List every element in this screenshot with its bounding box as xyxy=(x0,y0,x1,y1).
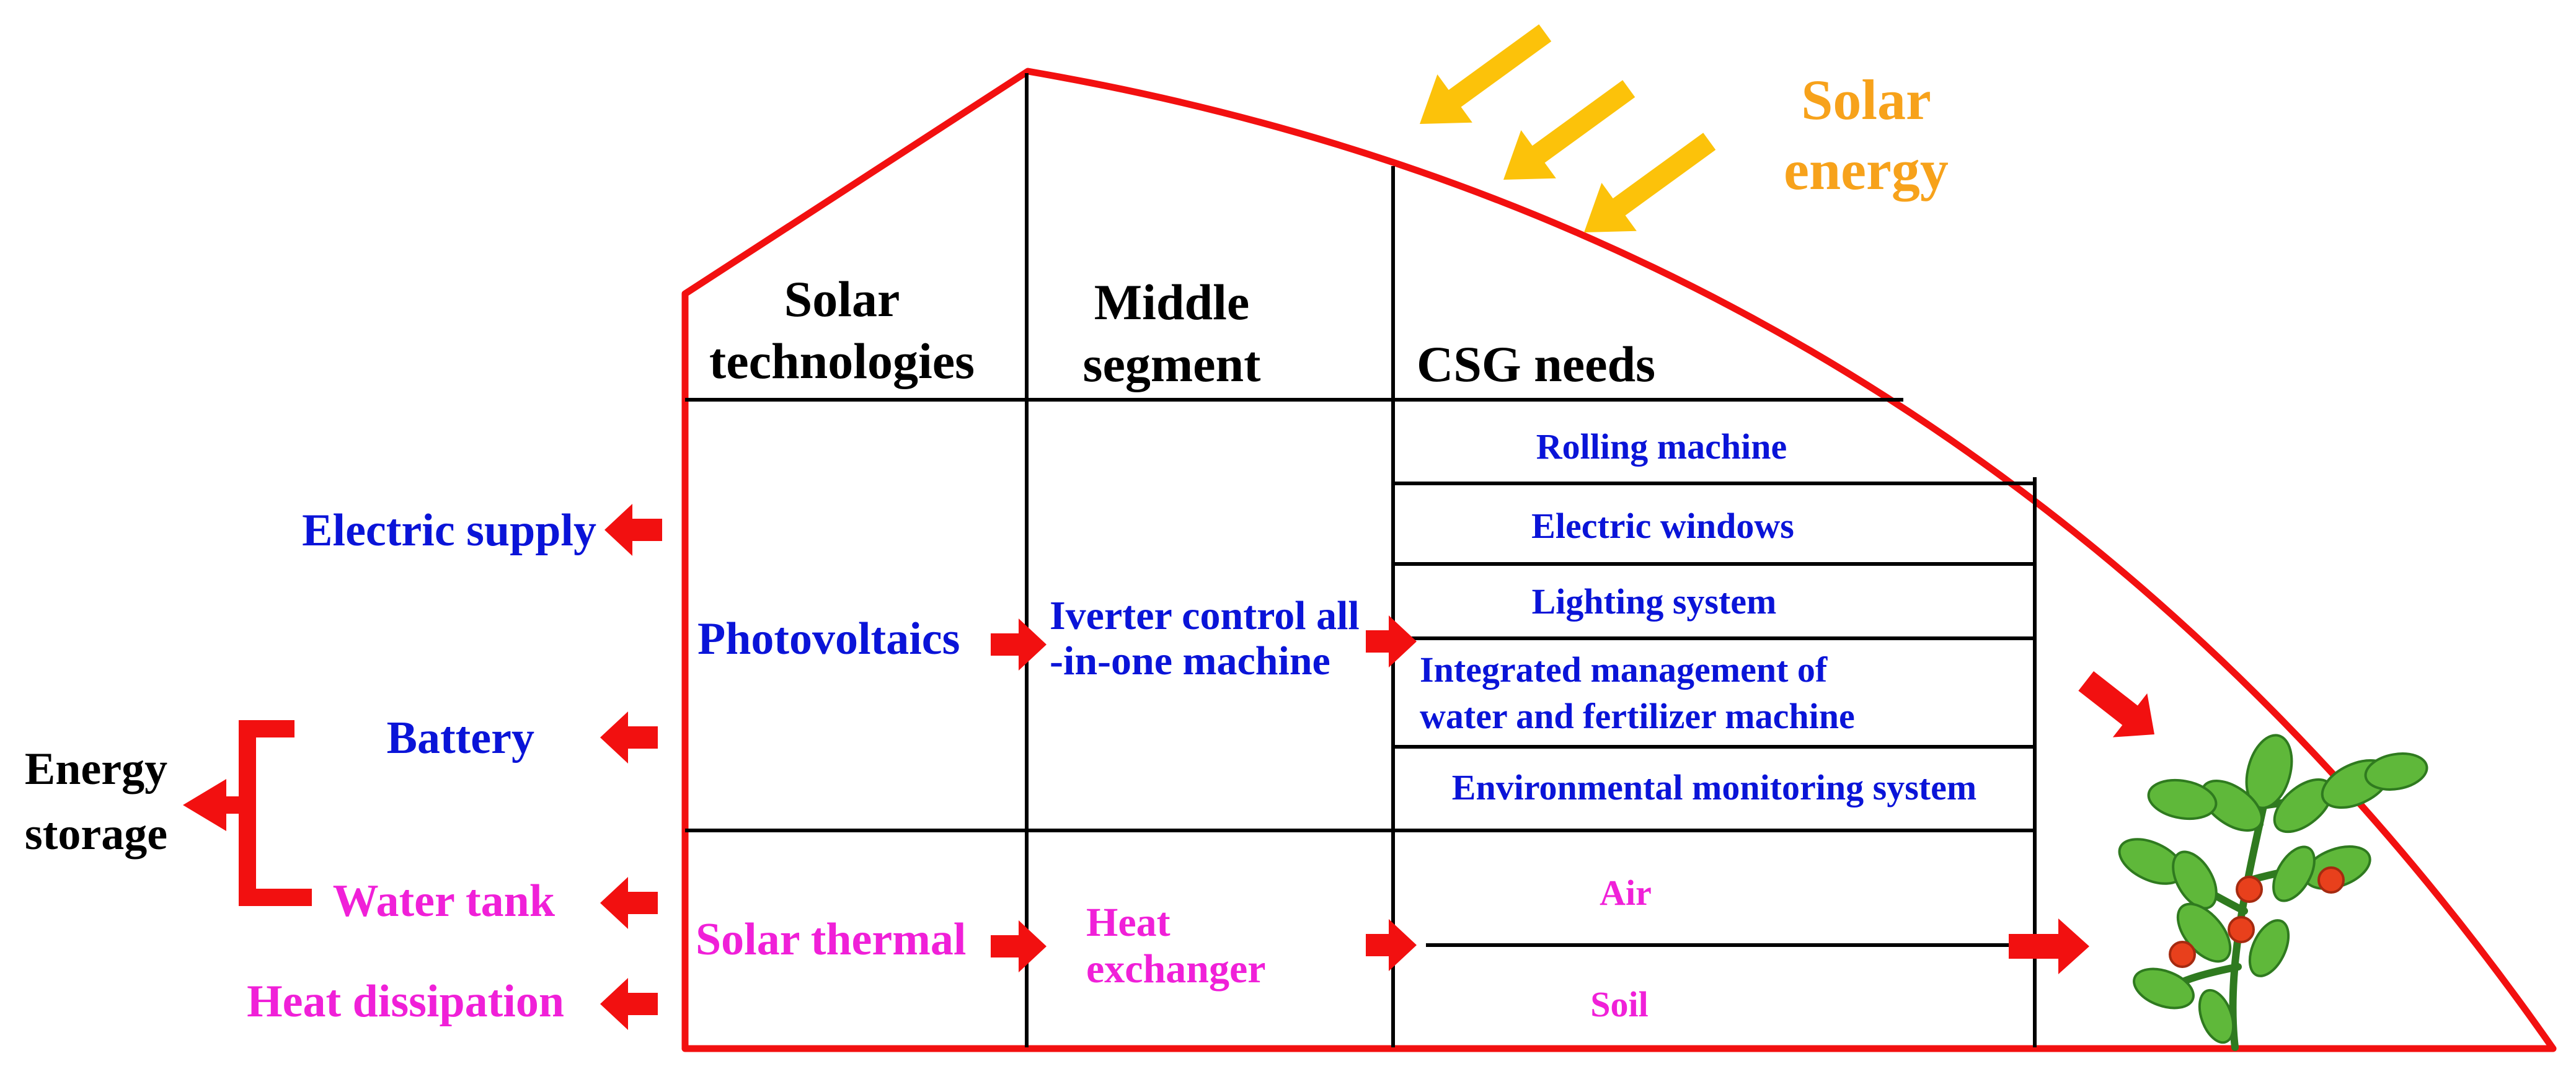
right-arrows xyxy=(991,615,2154,974)
sun-ray-arrow-icon xyxy=(1503,80,1635,180)
env-monitoring-label: Environmental monitoring system xyxy=(1452,767,1976,808)
sun-rays xyxy=(1420,24,1716,232)
header-solar-tech-2: technologies xyxy=(709,333,975,389)
electric-supply-label: Electric supply xyxy=(302,505,596,556)
heat-exchanger-label-2: exchanger xyxy=(1086,946,1266,992)
heat-exchanger-label-1: Heat xyxy=(1086,900,1171,945)
battery-label: Battery xyxy=(387,713,534,764)
integrated-management-label-2: water and fertilizer machine xyxy=(1420,696,1855,736)
header-csg-needs: CSG needs xyxy=(1417,336,1655,392)
header-solar-tech-1: Solar xyxy=(784,271,900,327)
inverter-label-2: -in-one machine xyxy=(1050,638,1330,684)
left-arrows xyxy=(600,504,662,1030)
greenhouse-outline xyxy=(681,68,2557,1052)
tomato-plant-icon xyxy=(2118,734,2428,1051)
inverter-label-1: Iverter control all xyxy=(1050,593,1360,638)
sun-ray-arrow-icon xyxy=(1584,133,1716,232)
integrated-management-label-1: Integrated management of xyxy=(1420,649,1828,690)
table-grid xyxy=(685,73,2037,1047)
block-arrow-icon xyxy=(1366,615,1417,667)
energy-storage-bracket xyxy=(183,720,312,906)
air-label: Air xyxy=(1600,873,1652,913)
block-arrow-icon xyxy=(600,877,658,929)
water-tank-label: Water tank xyxy=(333,876,555,927)
block-arrow-icon xyxy=(991,920,1047,972)
block-arrow-icon xyxy=(2009,918,2089,974)
rolling-machine-label: Rolling machine xyxy=(1536,426,1787,467)
energy-storage-label-1: Energy xyxy=(25,744,167,794)
sun-ray-arrow-icon xyxy=(1420,24,1552,124)
solar-energy-label-2: energy xyxy=(1784,138,1949,201)
electric-windows-label: Electric windows xyxy=(1531,506,1794,546)
block-arrow-icon xyxy=(600,711,658,764)
heat-dissipation-label: Heat dissipation xyxy=(247,976,564,1027)
block-arrow-icon xyxy=(1366,919,1417,971)
solar-energy-label-1: Solar xyxy=(1801,68,1931,131)
block-arrow-icon xyxy=(604,504,662,556)
energy-storage-label-2: storage xyxy=(25,809,167,860)
header-middle-2: segment xyxy=(1083,336,1261,392)
header-middle-1: Middle xyxy=(1094,274,1250,330)
block-arrow-icon xyxy=(991,618,1047,671)
solar-thermal-label: Solar thermal xyxy=(696,914,966,965)
block-arrow-icon xyxy=(2078,671,2154,737)
lighting-system-label: Lighting system xyxy=(1532,581,1777,622)
soil-label: Soil xyxy=(1590,984,1649,1024)
photovoltaics-label: Photovoltaics xyxy=(697,614,960,664)
block-arrow-icon xyxy=(600,978,658,1030)
